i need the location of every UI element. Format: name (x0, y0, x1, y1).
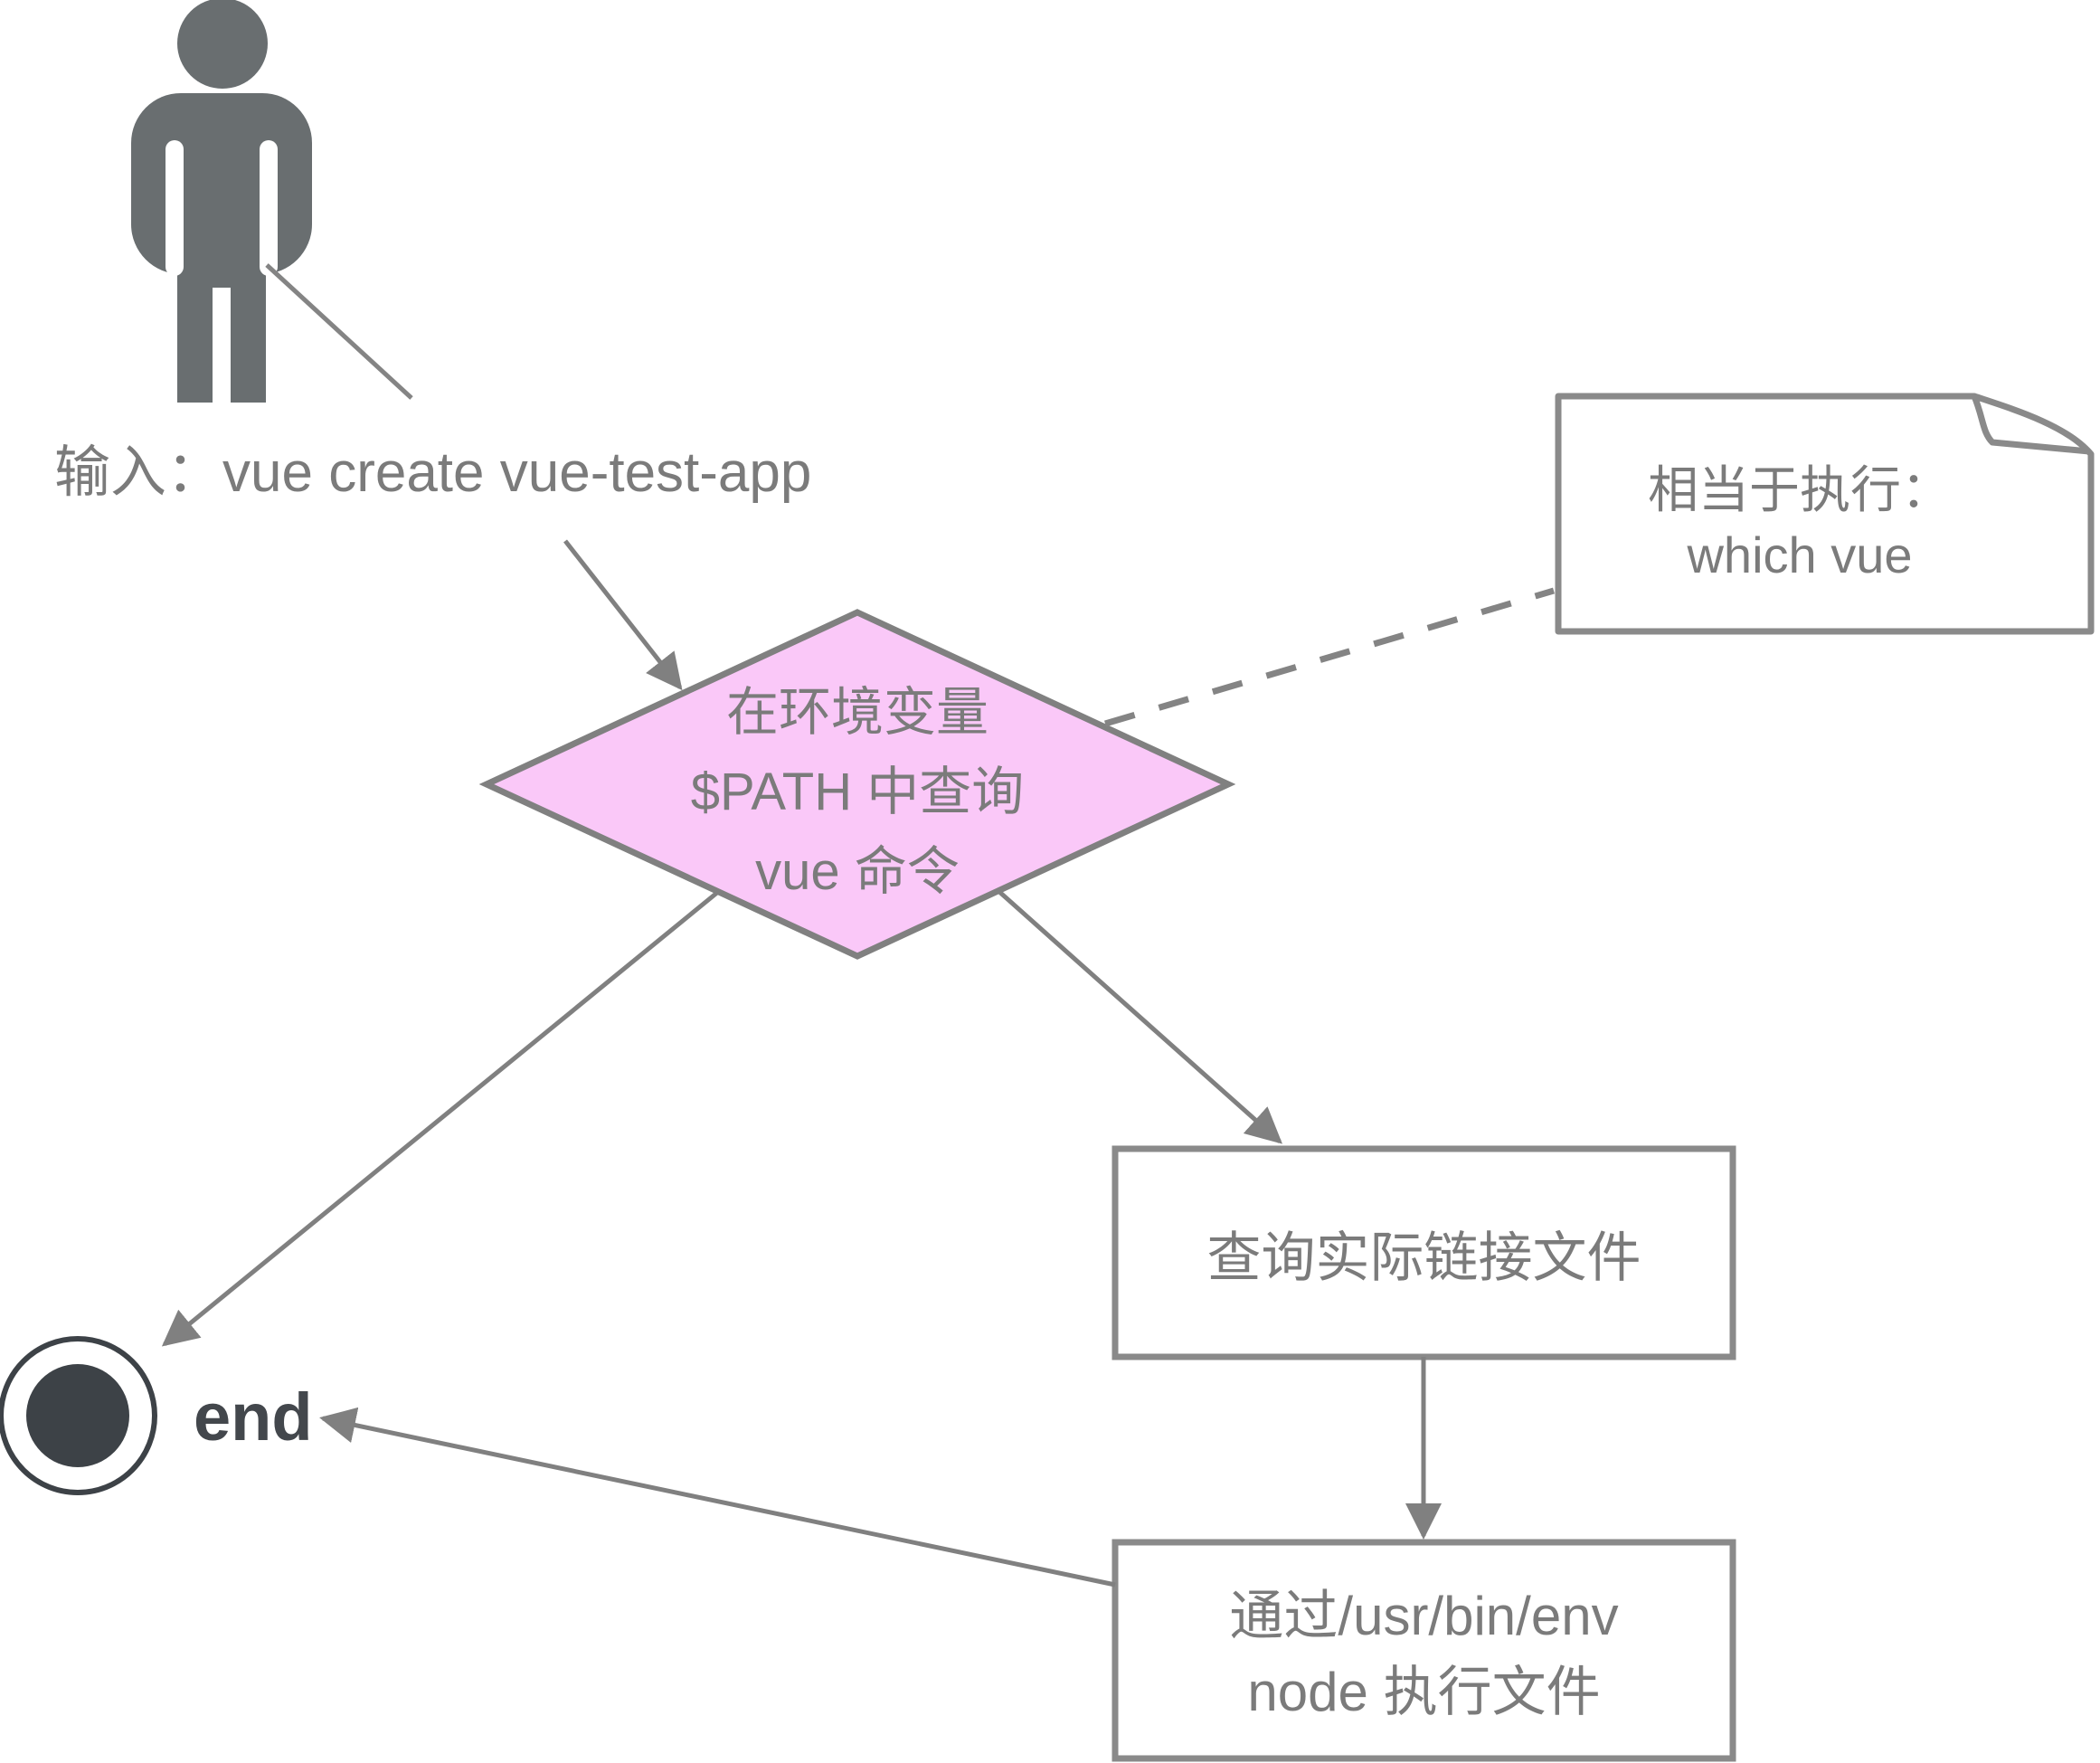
arrow-decision-to-process1 (997, 889, 1282, 1144)
process2-box (1111, 1539, 1736, 1762)
decision-diamond (478, 609, 1236, 960)
process1-label: 查询实际链接文件 (1206, 1227, 1641, 1288)
decision-label-line3: vue 命令 (755, 842, 960, 901)
decision-label-line1: 在环境变量 (725, 683, 989, 742)
person-icon (131, 0, 312, 407)
process2-label: 通过/usr/bin/env node 执行文件 (1115, 1578, 1733, 1730)
dashed-line-decision-note (1104, 587, 1555, 727)
note-label-line1: 相当于执行： (1648, 461, 1952, 518)
note-dogear-icon (1555, 393, 2095, 635)
end-label: end (194, 1379, 313, 1455)
arrow-label-to-decision (563, 539, 683, 691)
decision-label: 在环境变量 $PATH 中查询 vue 命令 (541, 673, 1174, 912)
arrow-decision-to-end (161, 890, 720, 1347)
arrow-process2-to-end (319, 1407, 1116, 1588)
process2-label-line1: 通过/usr/bin/env (1229, 1586, 1619, 1646)
note-label-line2: which vue (1687, 526, 1913, 583)
note-label: 相当于执行： which vue (1565, 458, 2035, 588)
leader-line-actor-label (265, 263, 413, 400)
end-node-icon (0, 1336, 157, 1495)
decision-label-line2: $PATH 中查询 (690, 763, 1025, 821)
process2-label-line2: node 执行文件 (1247, 1662, 1601, 1722)
actor-input-label: 输入：vue create vue-test-app (54, 441, 812, 504)
